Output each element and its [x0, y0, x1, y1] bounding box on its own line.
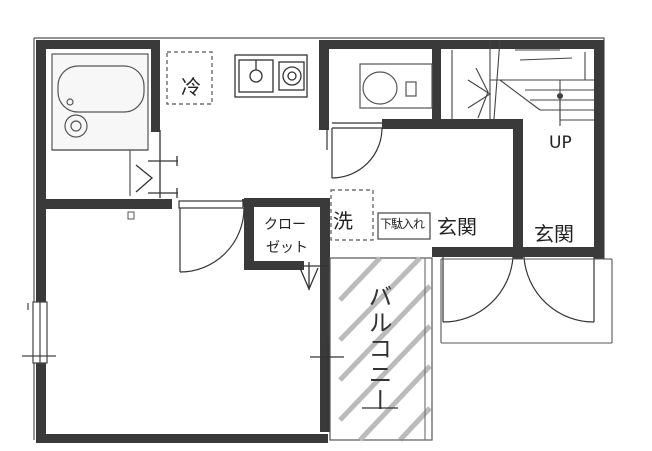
toilet [359, 63, 433, 109]
wall-corridor-top [382, 119, 522, 129]
wall-closet-bottom [244, 261, 304, 270]
corridor-lines [440, 258, 613, 344]
bathtub [51, 53, 149, 196]
wall-toilet-right [432, 40, 441, 128]
wall-entry-divider [513, 119, 523, 259]
wall-bath-right [151, 40, 160, 132]
balcony-area [329, 256, 433, 442]
wall-bath-bottom [46, 199, 172, 209]
wall-closet-right [320, 198, 330, 432]
shoe-storage-box [377, 212, 431, 240]
wall-left-lower [36, 363, 46, 442]
closet-label-line2: ゼット [266, 240, 308, 256]
wall-kitchen-right [319, 40, 329, 130]
kitchen-counter [234, 54, 308, 98]
closet-label-line1: クロー [264, 217, 306, 233]
sash-window [310, 340, 398, 432]
washer-label: 洗 [333, 209, 353, 233]
balcony-label: バルコニー [364, 284, 392, 414]
washer-space [330, 189, 374, 241]
closet-door [299, 262, 330, 291]
fridge-label: 冷 [181, 75, 201, 99]
wall-left [36, 40, 46, 302]
wall-top-left [36, 40, 154, 49]
wall-top-right [319, 40, 604, 49]
toilet-door [326, 122, 383, 179]
wall-closet-left [244, 198, 254, 270]
entrance-label-right: 玄関 [534, 222, 574, 246]
window-left [22, 301, 56, 364]
wall-closet-top [244, 198, 322, 207]
wall-room-top-right [242, 199, 252, 207]
wall-entry-bottom [432, 247, 604, 257]
bath-door [135, 130, 178, 198]
entrance-door-left [442, 256, 514, 323]
entrance-label-left: 玄関 [437, 215, 477, 239]
shoe-storage-label: 下駄入れ [380, 217, 425, 231]
wall-bottom [36, 434, 328, 443]
wall-stair-right [594, 40, 604, 259]
room-door [178, 200, 245, 273]
fridge-space [166, 51, 213, 105]
entrance-door-right [523, 256, 595, 323]
staircase [451, 39, 594, 126]
walls [36, 40, 604, 443]
stairs-up-label: UP [549, 133, 572, 153]
switch-mark [127, 211, 135, 220]
